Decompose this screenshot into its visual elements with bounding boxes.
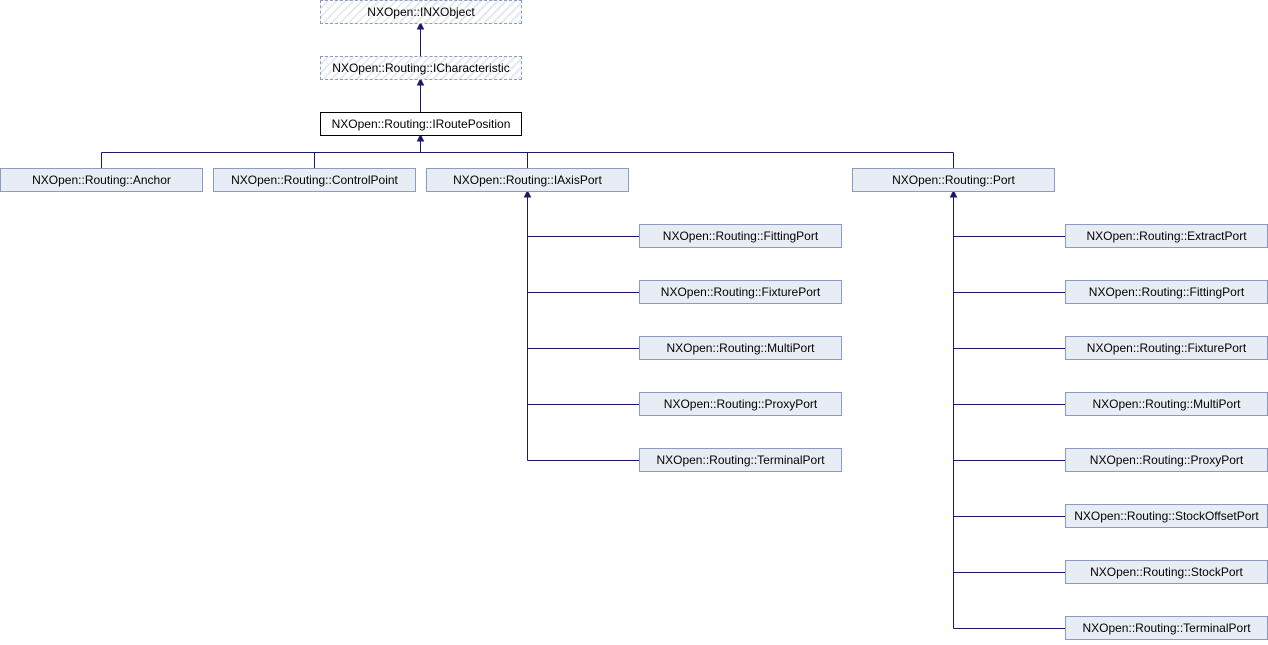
- node-port-fixtureport[interactable]: NXOpen::Routing::FixturePort: [1065, 336, 1268, 360]
- node-iaxisport-terminalport[interactable]: NXOpen::Routing::TerminalPort: [639, 448, 842, 472]
- node-port-proxyport[interactable]: NXOpen::Routing::ProxyPort: [1065, 448, 1268, 472]
- arrowhead-iaxisport: [523, 189, 532, 198]
- node-icharacteristic[interactable]: NXOpen::Routing::ICharacteristic: [320, 56, 522, 80]
- node-iaxisport-proxyport[interactable]: NXOpen::Routing::ProxyPort: [639, 392, 842, 416]
- node-port-extractport[interactable]: NXOpen::Routing::ExtractPort: [1065, 224, 1268, 248]
- node-iaxisport-fittingport[interactable]: NXOpen::Routing::FittingPort: [639, 224, 842, 248]
- arrowhead-irouteposition: [416, 133, 425, 142]
- node-iaxisport[interactable]: NXOpen::Routing::IAxisPort: [426, 168, 629, 192]
- node-port[interactable]: NXOpen::Routing::Port: [852, 168, 1055, 192]
- node-iaxisport-fixtureport[interactable]: NXOpen::Routing::FixturePort: [639, 280, 842, 304]
- node-controlpoint[interactable]: NXOpen::Routing::ControlPoint: [213, 168, 416, 192]
- node-iaxisport-multiport[interactable]: NXOpen::Routing::MultiPort: [639, 336, 842, 360]
- node-port-multiport[interactable]: NXOpen::Routing::MultiPort: [1065, 392, 1268, 416]
- node-port-terminalport[interactable]: NXOpen::Routing::TerminalPort: [1065, 616, 1268, 640]
- node-port-fittingport[interactable]: NXOpen::Routing::FittingPort: [1065, 280, 1268, 304]
- node-port-stockoffsetport[interactable]: NXOpen::Routing::StockOffsetPort: [1065, 504, 1268, 528]
- arrowhead-icharacteristic: [416, 77, 425, 86]
- node-irouteposition-current: NXOpen::Routing::IRoutePosition: [320, 112, 522, 136]
- node-inxobject[interactable]: NXOpen::INXObject: [320, 0, 522, 24]
- arrowhead-inxobject: [416, 21, 425, 30]
- arrowhead-port: [949, 189, 958, 198]
- node-port-stockport[interactable]: NXOpen::Routing::StockPort: [1065, 560, 1268, 584]
- node-anchor[interactable]: NXOpen::Routing::Anchor: [0, 168, 203, 192]
